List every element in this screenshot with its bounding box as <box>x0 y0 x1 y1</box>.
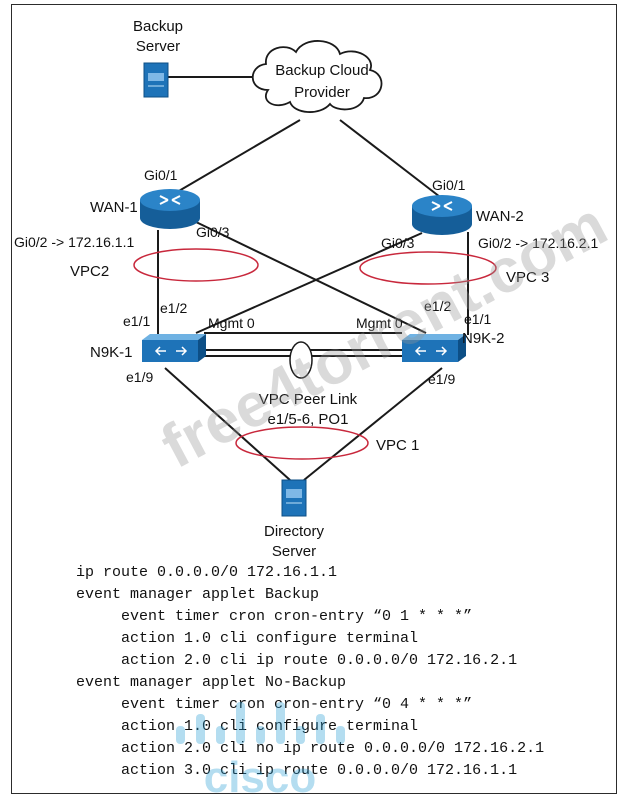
vpc2-label: VPC2 <box>70 263 109 280</box>
peer-link-ports-label: e1/5-6, PO1 <box>268 411 349 428</box>
n9k1-label: N9K-1 <box>90 344 133 361</box>
config-code-block: ip route 0.0.0.0/0 172.16.1.1 event manag… <box>76 562 616 782</box>
vpc1-ellipse <box>235 426 369 460</box>
n9k1-e11-label: e1/1 <box>123 313 150 329</box>
wan1-gi01-label: Gi0/1 <box>144 167 178 183</box>
config-line: action 2.0 cli no ip route 0.0.0.0/0 172… <box>76 740 545 757</box>
n9k2-mgmt-label: Mgmt 0 <box>356 315 403 331</box>
wan2-gi03-label: Gi0/3 <box>381 235 415 251</box>
directory-server-label-line2: Server <box>272 543 316 560</box>
n9k1-e12-label: e1/2 <box>160 300 187 316</box>
vpc1-label: VPC 1 <box>376 437 419 454</box>
config-line: event manager applet No-Backup <box>76 674 347 691</box>
config-line: event manager applet Backup <box>76 586 320 603</box>
wan2-gi01-label: Gi0/1 <box>432 177 466 193</box>
wan1-gi03-label: Gi0/3 <box>196 224 230 240</box>
n9k1-switch-icon <box>142 334 206 362</box>
link-cloud-wan1 <box>171 119 301 196</box>
wan1-gi02-label: Gi0/2 -> 172.16.1.1 <box>14 234 134 250</box>
wan1-router-icon <box>140 189 200 229</box>
peer-link-label: VPC Peer Link <box>259 391 358 408</box>
link-n9k2-directory <box>303 367 443 481</box>
diagram-frame <box>11 4 617 794</box>
config-line: action 1.0 cli configure terminal <box>76 630 419 647</box>
vpc-ellipses <box>133 248 497 460</box>
directory-server-icon <box>281 479 307 517</box>
cloud-icon <box>251 40 383 113</box>
config-line: event timer cron cron-entry “0 4 * * *” <box>76 696 473 713</box>
backup-server-icon <box>143 62 169 98</box>
link-n9k1-directory <box>164 367 291 481</box>
n9k2-e11-label: e1/1 <box>464 311 491 327</box>
vpc3-ellipse <box>359 251 497 285</box>
n9k1-mgmt-label: Mgmt 0 <box>208 315 255 331</box>
cloud-label-line2: Provider <box>294 84 350 101</box>
vpc3-label: VPC 3 <box>506 269 549 286</box>
backup-server-label-line1: Backup <box>133 18 183 35</box>
vpc2-ellipse <box>133 248 259 282</box>
link-cloud-wan2 <box>339 119 445 201</box>
link-wan2-n9k1 <box>195 232 423 334</box>
config-line: action 2.0 cli ip route 0.0.0.0/0 172.16… <box>76 652 518 669</box>
backup-server-label-line2: Server <box>136 38 180 55</box>
wan2-label: WAN-2 <box>476 208 524 225</box>
n9k2-label: N9K-2 <box>462 330 505 347</box>
config-line: ip route 0.0.0.0/0 172.16.1.1 <box>76 564 338 581</box>
wan1-label: WAN-1 <box>90 199 138 216</box>
n9k1-e19-label: e1/9 <box>126 369 153 385</box>
wan2-router-icon <box>412 195 472 235</box>
n9k2-e12-label: e1/2 <box>424 298 451 314</box>
directory-server-label-line1: Directory <box>264 523 325 540</box>
config-line: action 3.0 cli ip route 0.0.0.0/0 172.16… <box>76 762 518 779</box>
peer-link-ellipse <box>289 341 313 379</box>
config-line: event timer cron cron-entry “0 1 * * *” <box>76 608 473 625</box>
link-wan1-n9k2 <box>195 221 427 334</box>
n9k2-switch-icon <box>402 334 466 362</box>
cloud-label-line1: Backup Cloud <box>275 62 368 79</box>
n9k2-e19-label: e1/9 <box>428 371 455 387</box>
config-line: action 1.0 cli configure terminal <box>76 718 419 735</box>
wan2-gi02-label: Gi0/2 -> 172.16.2.1 <box>478 235 598 251</box>
